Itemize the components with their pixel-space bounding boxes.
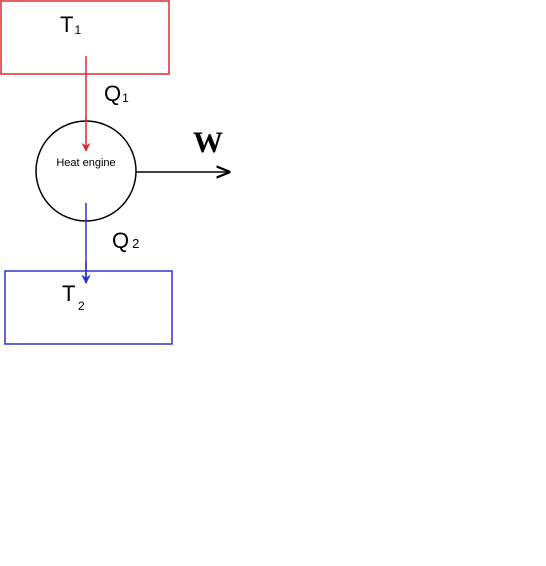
heat-in-symbol: Q	[104, 81, 121, 106]
cold-reservoir-symbol: T	[62, 281, 75, 306]
hot-reservoir-symbol: T	[60, 12, 73, 37]
hot-reservoir-box	[0, 0, 170, 75]
hot-reservoir-subscript: 1	[74, 23, 81, 37]
heat-in-subscript: 1	[122, 91, 129, 105]
heat-out-subscript: 2	[132, 236, 139, 251]
cold-reservoir-subscript: 2	[78, 299, 85, 313]
cold-reservoir-box	[4, 270, 173, 345]
hot-reservoir-label: T1	[60, 12, 81, 37]
work-label: W	[193, 126, 223, 159]
heat-out-symbol: Q	[112, 228, 129, 253]
heat-engine-label: Heat engine	[56, 157, 115, 169]
heat-in-label: Q1	[104, 81, 129, 106]
